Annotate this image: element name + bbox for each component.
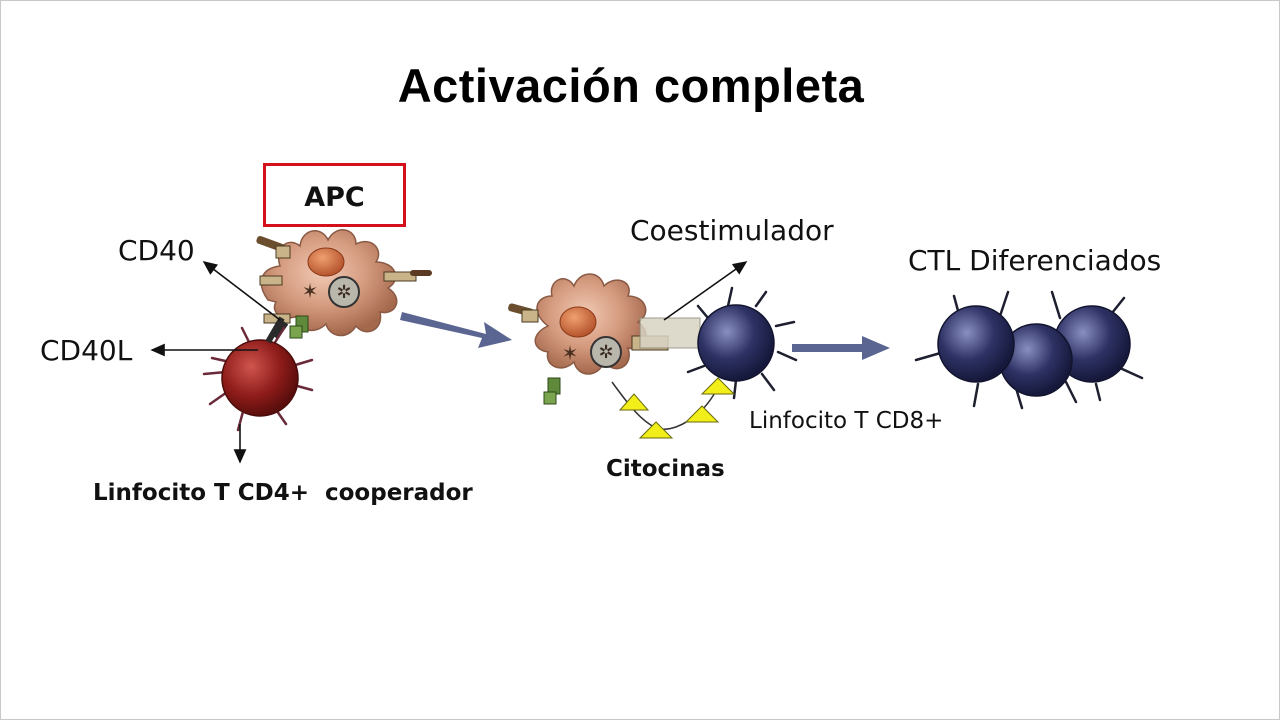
cd8-label: Linfocito T CD8+ [749, 408, 944, 434]
ctl-cells [914, 290, 1144, 410]
cd4-cooperator-label: Linfocito T CD4+ cooperador [93, 480, 473, 506]
cd8-t-cell [686, 286, 798, 400]
ctl-label: CTL Diferenciados [908, 244, 1162, 277]
process-arrows [400, 312, 890, 360]
svg-text:✶: ✶ [562, 341, 579, 365]
svg-text:✲: ✲ [598, 342, 613, 363]
apc-cell-middle: ✲ ✶ [508, 273, 701, 405]
cytokines [611, 377, 736, 439]
slide-title: Activación completa [397, 59, 865, 112]
apc-label: APC [304, 182, 365, 213]
svg-text:✶: ✶ [302, 279, 319, 303]
cytokines-label: Citocinas [606, 456, 725, 482]
cd40l-label: CD40L [40, 334, 133, 367]
apc-label-box: APC [263, 163, 406, 227]
costimulator-label: Coestimulador [630, 214, 834, 247]
cd40-label: CD40 [118, 234, 195, 267]
label-pointers [150, 261, 748, 464]
apc-cell-left: ✲ ✶ [256, 229, 432, 340]
cd4-t-cell [202, 316, 314, 432]
svg-text:✲: ✲ [336, 282, 351, 303]
